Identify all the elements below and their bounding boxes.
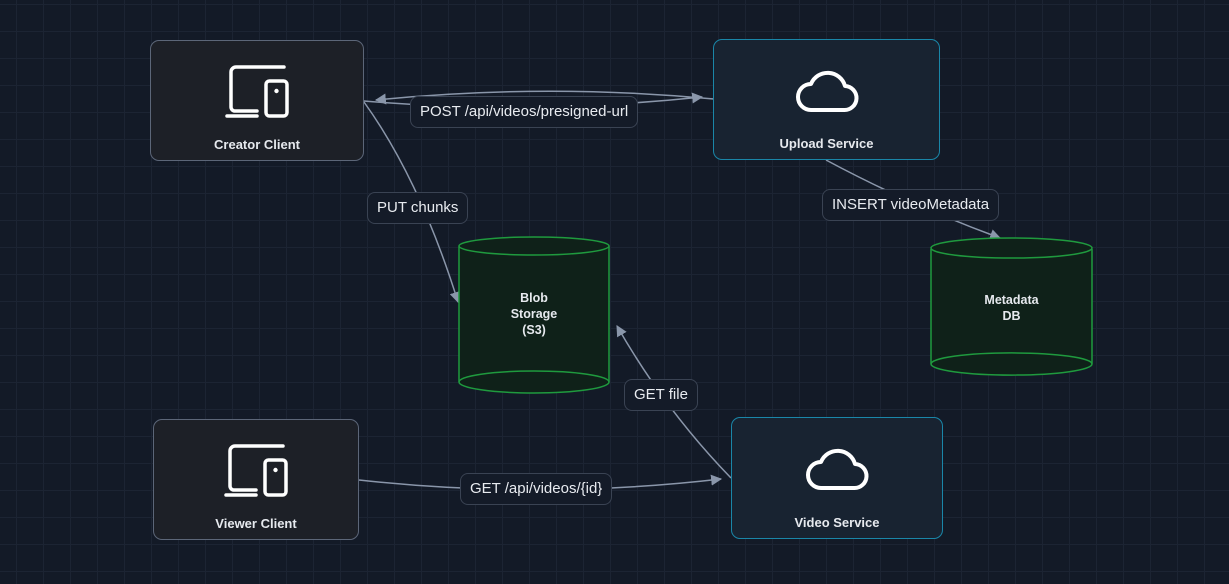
node-creator-client[interactable]: Creator Client (150, 40, 364, 161)
cloud-icon (802, 440, 872, 498)
node-label: Blob Storage (S3) (510, 291, 558, 337)
node-label: Upload Service (779, 136, 874, 151)
node-label: Video Service (794, 515, 880, 530)
cloud-icon (792, 62, 862, 120)
edge-label-presigned: POST /api/videos/presigned-url (410, 96, 639, 128)
edge-label-put-chunks: PUT chunks (367, 192, 469, 224)
edge-put-chunks[interactable] (363, 101, 461, 304)
database-cylinder-icon (930, 237, 1093, 376)
edge-label-get-file: GET file (624, 379, 698, 411)
database-cylinder-icon (458, 236, 610, 394)
node-label: Creator Client (214, 137, 300, 152)
devices-icon (222, 63, 292, 121)
node-label: Viewer Client (215, 516, 297, 531)
devices-icon (221, 442, 291, 500)
edge-label-insert-metadata: INSERT videoMetadata (822, 189, 1000, 221)
node-metadata-db[interactable]: Metadata DB (930, 237, 1093, 377)
node-video-service[interactable]: Video Service (731, 417, 943, 539)
node-blob-storage[interactable]: Blob Storage (S3) (458, 236, 610, 394)
node-upload-service[interactable]: Upload Service (713, 39, 940, 160)
node-viewer-client[interactable]: Viewer Client (153, 419, 359, 540)
edge-label-get-video: GET /api/videos/{id} (460, 473, 613, 505)
node-label: Metadata DB (984, 293, 1039, 323)
